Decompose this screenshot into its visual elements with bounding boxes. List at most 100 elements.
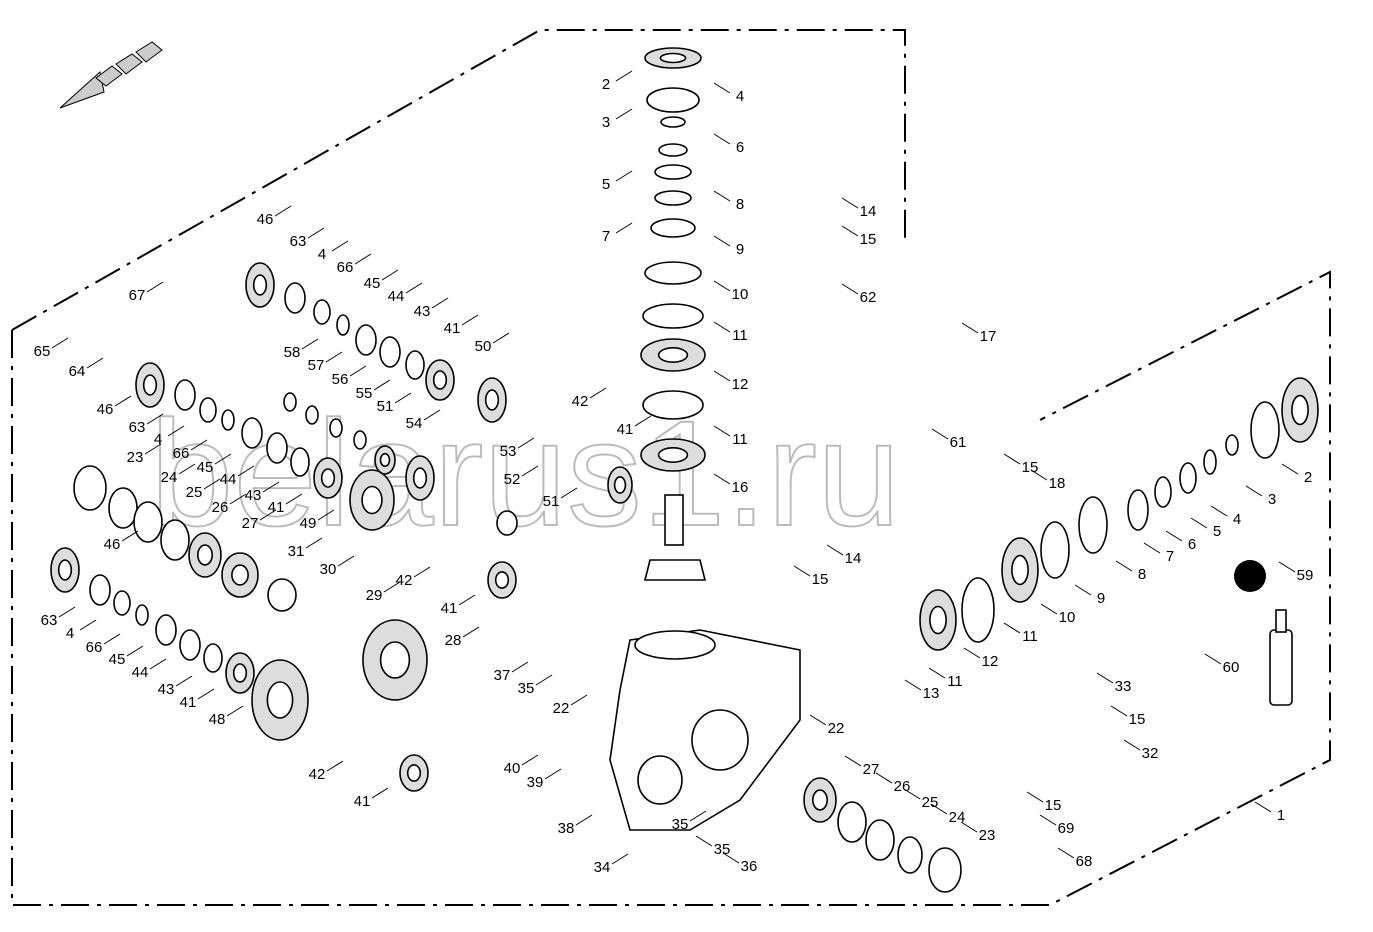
leader-line	[1057, 847, 1075, 859]
leader-line	[575, 814, 593, 826]
part-70	[837, 801, 867, 843]
leader-line	[121, 530, 139, 542]
leader-line	[285, 493, 303, 505]
callout-2: 2	[1304, 469, 1312, 486]
leader-line	[226, 705, 244, 717]
leader-line	[146, 281, 164, 293]
part-48	[89, 574, 111, 606]
part-bore-19	[432, 370, 448, 390]
leader-line	[337, 555, 355, 567]
part-bore-56	[406, 764, 422, 782]
part-bore-47	[57, 559, 73, 581]
part-bore-43	[231, 564, 249, 586]
callout-11: 11	[732, 327, 748, 344]
part-53	[203, 643, 223, 673]
callout-41: 41	[617, 421, 634, 438]
leader-line	[615, 170, 633, 182]
leader-line	[930, 803, 948, 815]
leader-line	[1210, 505, 1228, 517]
leader-line	[229, 493, 247, 505]
leader-lines	[51, 70, 1299, 865]
leader-line	[178, 463, 196, 475]
part-10	[642, 390, 704, 420]
callout-8: 8	[736, 196, 744, 213]
callout-24: 24	[949, 809, 966, 826]
part-bore-21	[613, 476, 627, 494]
part-38	[73, 465, 107, 511]
leader-line	[1115, 560, 1133, 572]
callout-31: 31	[288, 543, 305, 560]
callout-25: 25	[186, 484, 203, 501]
leader-line	[79, 619, 97, 631]
part-15	[336, 314, 350, 336]
leader-line	[841, 197, 859, 209]
leader-line	[103, 633, 121, 645]
part-65	[1203, 449, 1217, 475]
callout-63: 63	[41, 612, 58, 629]
callout-27: 27	[242, 515, 259, 532]
leader-line	[875, 772, 893, 784]
leader-line	[544, 768, 562, 780]
callout-1: 1	[1277, 807, 1285, 824]
leader-line	[841, 283, 859, 295]
leader-line	[713, 473, 731, 485]
callout-2: 2	[602, 76, 610, 93]
callout-14: 14	[845, 550, 862, 567]
part-4	[654, 164, 692, 180]
part-58	[961, 577, 995, 643]
leader-line	[462, 626, 480, 638]
leader-line	[841, 225, 859, 237]
callout-41: 41	[268, 499, 285, 516]
callout-4: 4	[66, 625, 74, 642]
leader-line	[570, 694, 588, 706]
leader-line	[1245, 485, 1263, 497]
part-51	[155, 614, 177, 646]
callout-44: 44	[220, 471, 237, 488]
callout-35: 35	[518, 680, 535, 697]
direction-arrow-icon	[59, 41, 163, 109]
part-bore-37	[412, 467, 428, 489]
leader-line	[326, 760, 344, 772]
leader-line	[394, 392, 412, 404]
callout-62: 62	[860, 289, 877, 306]
callout-5: 5	[1213, 523, 1221, 540]
leader-line	[331, 240, 349, 252]
callout-11: 11	[732, 431, 748, 448]
leader-line	[144, 443, 162, 455]
leader-line	[521, 465, 539, 477]
callout-16: 16	[732, 479, 749, 496]
leader-line	[149, 658, 167, 670]
part-49	[113, 590, 131, 616]
part-18	[405, 350, 425, 380]
leader-line	[190, 439, 208, 451]
part-24	[174, 379, 196, 411]
leader-line	[1143, 542, 1161, 554]
leader-line	[904, 679, 922, 691]
leader-line	[413, 566, 431, 578]
callout-54: 54	[406, 415, 423, 432]
callout-26: 26	[212, 499, 229, 516]
part-25	[199, 397, 217, 423]
callout-43: 43	[245, 487, 262, 504]
leader-line	[511, 661, 529, 673]
part-3	[658, 143, 688, 157]
leader-line	[713, 321, 731, 333]
callout-60: 60	[1223, 659, 1240, 676]
leader-line	[713, 82, 731, 94]
leader-line	[844, 755, 862, 767]
leader-line	[1030, 469, 1048, 481]
leader-line	[146, 413, 164, 425]
callout-50: 50	[475, 338, 492, 355]
part-bore-54	[232, 663, 248, 683]
leader-line	[203, 478, 221, 490]
callout-56: 56	[332, 371, 349, 388]
callout-9: 9	[1097, 590, 1105, 607]
leader-line	[349, 365, 367, 377]
part-61	[1078, 496, 1108, 554]
part-bore-11	[657, 446, 689, 463]
leader-line	[307, 227, 325, 239]
leader-line	[713, 235, 731, 247]
part-13	[284, 282, 306, 314]
leader-line	[58, 606, 76, 618]
